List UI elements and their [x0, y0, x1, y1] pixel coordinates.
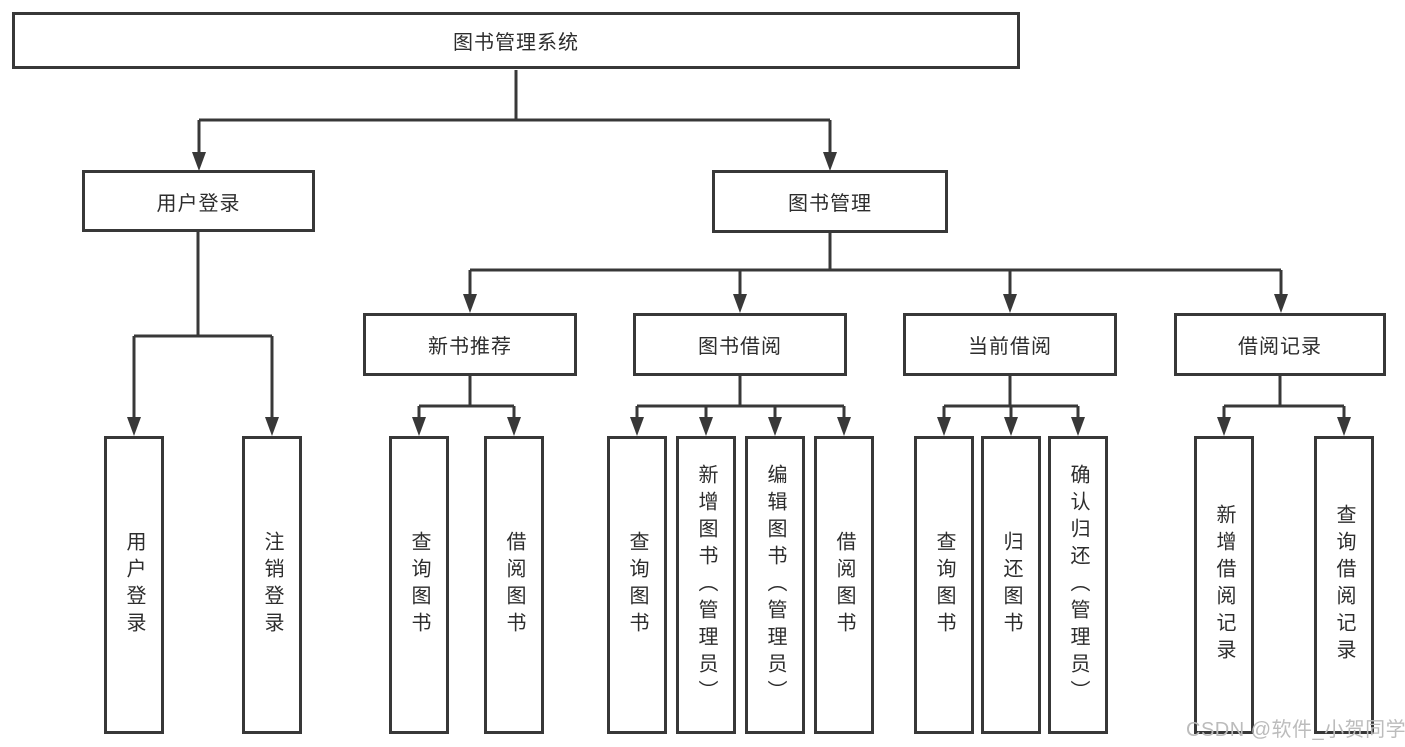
- node-label: 查询图书: [408, 531, 430, 639]
- leaf-query-books-recommend: 查询图书: [389, 436, 449, 734]
- leaf-user-login: 用户登录: [104, 436, 164, 734]
- leaf-add-borrow-record: 新增借阅记录: [1194, 436, 1254, 734]
- node-book-management: 图书管理: [712, 170, 948, 233]
- node-user-login: 用户登录: [82, 170, 315, 232]
- node-label: 新书推荐: [428, 336, 512, 358]
- node-label: 归还图书: [1000, 531, 1022, 639]
- node-label: 注销登录: [261, 531, 283, 639]
- leaf-query-borrow-record: 查询借阅记录: [1314, 436, 1374, 734]
- leaf-confirm-return-admin: 确认归还（管理员）: [1048, 436, 1108, 734]
- node-label: 图书管理: [788, 193, 872, 215]
- node-new-book-recommend: 新书推荐: [363, 313, 577, 376]
- leaf-borrow-books-recommend: 借阅图书: [484, 436, 544, 734]
- node-label: 借阅记录: [1238, 336, 1322, 358]
- node-label: 图书借阅: [698, 336, 782, 358]
- node-label: 用户登录: [156, 192, 241, 215]
- node-label: 图书管理系统: [453, 32, 579, 54]
- leaf-add-book-admin: 新增图书（管理员）: [676, 436, 736, 734]
- node-borrow-records: 借阅记录: [1174, 313, 1386, 376]
- node-current-borrowing: 当前借阅: [903, 313, 1117, 376]
- node-book-borrowing: 图书借阅: [633, 313, 847, 376]
- leaf-query-books-current: 查询图书: [914, 436, 974, 734]
- node-label: 查询图书: [626, 531, 648, 639]
- leaf-return-book: 归还图书: [981, 436, 1041, 734]
- node-label: 新增图书（管理员）: [695, 463, 717, 707]
- node-label: 查询借阅记录: [1333, 504, 1355, 666]
- node-label: 新增借阅记录: [1213, 504, 1235, 666]
- node-label: 查询图书: [933, 531, 955, 639]
- node-label: 借阅图书: [833, 531, 855, 639]
- node-label: 确认归还（管理员）: [1067, 463, 1089, 707]
- node-label: 用户登录: [123, 531, 145, 639]
- leaf-query-books-borrowing: 查询图书: [607, 436, 667, 734]
- csdn-watermark: CSDN @软件_小贺同学: [1186, 719, 1405, 741]
- node-label: 编辑图书（管理员）: [764, 463, 786, 707]
- node-label: 当前借阅: [968, 336, 1052, 358]
- leaf-logout: 注销登录: [242, 436, 302, 734]
- node-root-library-system: 图书管理系统: [12, 12, 1020, 69]
- leaf-edit-book-admin: 编辑图书（管理员）: [745, 436, 805, 734]
- leaf-borrow-books-borrowing: 借阅图书: [814, 436, 874, 734]
- node-label: 借阅图书: [503, 531, 525, 639]
